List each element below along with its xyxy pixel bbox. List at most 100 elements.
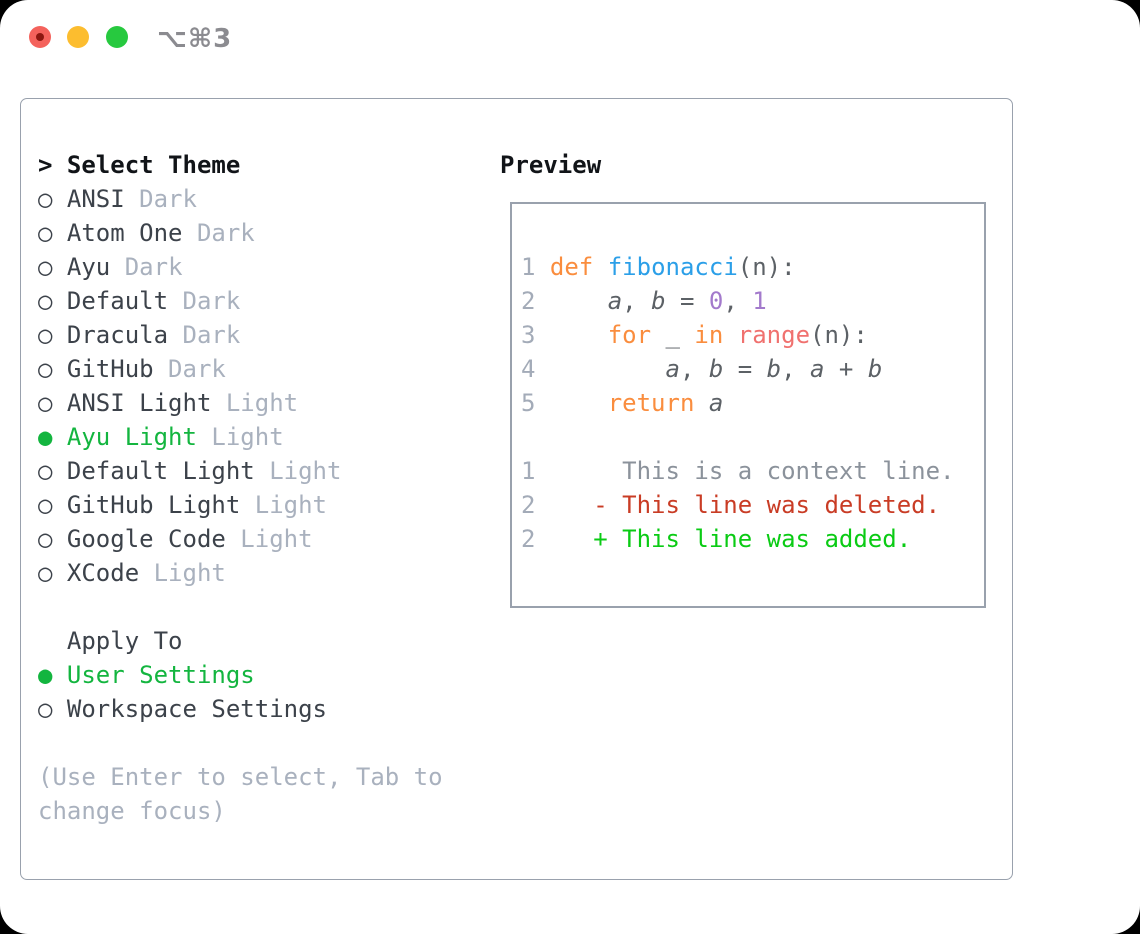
code-segment-pl: , <box>679 355 709 383</box>
line-number: 2 <box>521 525 550 553</box>
radio-unselected-icon: ○ <box>38 219 67 247</box>
theme-option-ansi-light-light[interactable]: ○ ANSI Light Light <box>38 386 443 420</box>
theme-variant-tag: Dark <box>182 219 255 247</box>
code-segment-pl: + <box>824 355 868 383</box>
code-segment-pl <box>593 253 607 281</box>
theme-variant-tag: Light <box>139 559 226 587</box>
theme-option-dracula-dark[interactable]: ○ Dracula Dark <box>38 318 443 352</box>
theme-option-default-light-light[interactable]: ○ Default Light Light <box>38 454 443 488</box>
apply-to-list: ● User Settings○ Workspace Settings <box>38 658 443 726</box>
radio-unselected-icon: ○ <box>38 457 67 485</box>
code-line: 5 return a <box>521 386 954 420</box>
code-segment-ctx: This is a context line. <box>549 457 955 485</box>
line-number: 2 <box>521 491 550 519</box>
code-line: 2 + This line was added. <box>521 522 954 556</box>
code-segment-var: b <box>867 355 883 383</box>
radio-unselected-icon: ○ <box>38 321 67 349</box>
theme-option-ayu-dark[interactable]: ○ Ayu Dark <box>38 250 443 284</box>
code-segment-var: b <box>651 287 666 315</box>
theme-option-github-dark[interactable]: ○ GitHub Dark <box>38 352 443 386</box>
code-segment-kw: for <box>607 321 652 349</box>
code-line: 2 - This line was deleted. <box>521 488 954 522</box>
titlebar: ⌥⌘3 <box>0 0 1140 74</box>
apply-option-label: User Settings <box>66 661 255 689</box>
theme-variant-tag: Dark <box>124 185 197 213</box>
line-number: 5 <box>521 389 550 417</box>
code-line: 1 def fibonacci(n): <box>521 250 954 284</box>
code-segment-pl: , <box>622 287 652 315</box>
code-segment-kw: def <box>549 253 594 281</box>
code-segment-var: a <box>810 355 825 383</box>
code-line: 1 This is a context line. <box>521 454 954 488</box>
theme-name: ANSI <box>66 185 125 213</box>
code-segment-fn: fibonacci <box>607 253 738 281</box>
radio-unselected-icon: ○ <box>38 253 67 281</box>
radio-selected-icon: ● <box>38 423 67 451</box>
radio-unselected-icon: ○ <box>38 525 67 553</box>
radio-unselected-icon: ○ <box>38 695 67 723</box>
code-line: 4 a, b = b, a + b <box>521 352 954 386</box>
radio-unselected-icon: ○ <box>38 355 67 383</box>
code-segment-add: + This line was added. <box>549 525 912 553</box>
theme-variant-tag: Light <box>225 525 313 553</box>
theme-option-atom-one-dark[interactable]: ○ Atom One Dark <box>38 216 443 250</box>
apply-option-user-settings[interactable]: ● User Settings <box>38 658 443 692</box>
code-line: 3 for _ in range(n): <box>521 318 954 352</box>
theme-name: Ayu Light <box>66 423 197 451</box>
code-segment-lit: 0 <box>708 287 724 315</box>
theme-variant-tag: Light <box>196 423 284 451</box>
minimize-button[interactable] <box>67 26 89 48</box>
code-line: 2 a, b = 0, 1 <box>521 284 954 318</box>
zoom-button[interactable] <box>106 26 128 48</box>
code-segment-pl <box>723 321 737 349</box>
theme-variant-tag: Dark <box>168 321 241 349</box>
radio-unselected-icon: ○ <box>38 559 67 587</box>
code-segment-pl: = <box>723 355 767 383</box>
radio-unselected-icon: ○ <box>38 491 67 519</box>
hint-line-1: (Use Enter to select, Tab to <box>38 763 443 791</box>
theme-name: Ayu <box>66 253 111 281</box>
spacer-row <box>38 726 443 760</box>
code-segment-pl <box>550 389 608 417</box>
close-button[interactable] <box>29 26 51 48</box>
code-segment-pl <box>550 287 608 315</box>
code-segment-kw: return <box>607 389 695 417</box>
theme-variant-tag: Light <box>211 389 299 417</box>
theme-option-xcode-light[interactable]: ○ XCode Light <box>38 556 443 590</box>
code-line <box>521 420 954 454</box>
preview-title: Preview <box>500 151 602 179</box>
select-theme-title: Select Theme <box>66 151 241 179</box>
theme-variant-tag: Light <box>254 457 342 485</box>
code-segment-pl: _ <box>651 321 695 349</box>
code-segment-pl <box>550 355 666 383</box>
code-segment-var: b <box>708 355 724 383</box>
hint-line-2: change focus) <box>38 797 226 825</box>
theme-variant-tag: Light <box>240 491 327 519</box>
theme-option-ayu-light-light[interactable]: ● Ayu Light Light <box>38 420 443 454</box>
code-segment-var: a <box>607 287 623 315</box>
theme-option-github-light-light[interactable]: ○ GitHub Light Light <box>38 488 443 522</box>
theme-variant-tag: Dark <box>168 287 241 315</box>
theme-option-default-dark[interactable]: ○ Default Dark <box>38 284 443 318</box>
line-number: 4 <box>521 355 550 383</box>
spacer-row <box>38 590 443 624</box>
code-segment-pl: (n): <box>810 321 868 349</box>
line-number: 2 <box>521 287 550 315</box>
theme-option-google-code-light[interactable]: ○ Google Code Light <box>38 522 443 556</box>
theme-option-ansi-dark[interactable]: ○ ANSI Dark <box>38 182 443 216</box>
radio-unselected-icon: ○ <box>38 185 67 213</box>
code-segment-del: - This line was deleted. <box>549 491 941 519</box>
apply-option-label: Workspace Settings <box>66 695 327 723</box>
code-segment-kw: in <box>694 321 724 349</box>
code-segment-pl: , <box>781 355 811 383</box>
apply-option-workspace-settings[interactable]: ○ Workspace Settings <box>38 692 443 726</box>
preview-pane <box>510 202 986 608</box>
code-segment-var: b <box>766 355 782 383</box>
line-number: 3 <box>521 321 550 349</box>
radio-unselected-icon: ○ <box>38 287 67 315</box>
code-segment-pl <box>550 321 608 349</box>
theme-name: ANSI Light <box>66 389 212 417</box>
theme-variant-tag: Dark <box>153 355 226 383</box>
